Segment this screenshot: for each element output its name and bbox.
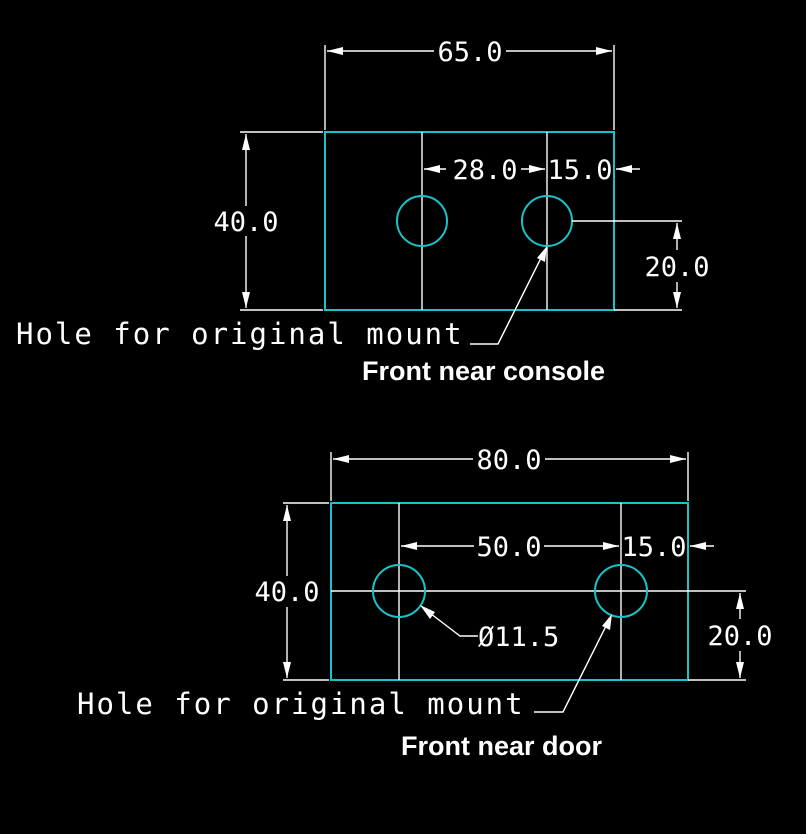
bottom-note-leader — [534, 614, 612, 713]
bottom-caption: Front near door — [401, 731, 602, 761]
bottom-dim-height: 40.0 — [254, 502, 329, 681]
top-note-leader — [470, 246, 547, 345]
bottom-dim-edge-offset: 15.0 — [621, 532, 714, 563]
top-note: Hole for original mount — [16, 317, 464, 351]
bottom-dim-hole-height: 20.0 — [688, 590, 773, 681]
bottom-hole-left — [372, 564, 426, 618]
bottom-dim-hole-spacing-label: 50.0 — [476, 532, 541, 563]
top-dim-width-label: 65.0 — [437, 37, 502, 68]
bottom-dim-height-label: 40.0 — [254, 577, 319, 608]
bottom-dim-hole-diameter: Ø11.5 — [420, 605, 559, 653]
top-dim-width: 65.0 — [324, 37, 615, 130]
top-part: 65.0 40.0 28.0 15.0 — [16, 37, 710, 386]
bottom-dim-hole-diameter-label: Ø11.5 — [478, 622, 559, 653]
bottom-note: Hole for original mount — [77, 687, 525, 721]
top-dim-edge-offset-label: 15.0 — [547, 155, 612, 186]
top-caption: Front near console — [362, 356, 605, 386]
bottom-dim-hole-spacing: 50.0 — [401, 532, 619, 563]
top-dim-height-label: 40.0 — [213, 207, 278, 238]
top-dim-hole-height-label: 20.0 — [644, 252, 709, 283]
bottom-dim-width-label: 80.0 — [476, 445, 541, 476]
top-dim-hole-height: 20.0 — [572, 220, 710, 311]
top-dim-height: 40.0 — [213, 131, 323, 311]
top-hole-left — [396, 195, 448, 247]
top-dim-hole-spacing-label: 28.0 — [452, 155, 517, 186]
bottom-dim-width: 80.0 — [330, 445, 689, 501]
top-dim-hole-spacing: 28.0 — [424, 155, 545, 186]
bottom-dim-hole-height-label: 20.0 — [707, 621, 772, 652]
bottom-part: 80.0 40.0 50.0 15.0 — [77, 445, 773, 761]
bottom-hole-right — [594, 564, 648, 618]
top-dim-edge-offset: 15.0 — [547, 155, 640, 186]
bottom-dim-edge-offset-label: 15.0 — [621, 532, 686, 563]
